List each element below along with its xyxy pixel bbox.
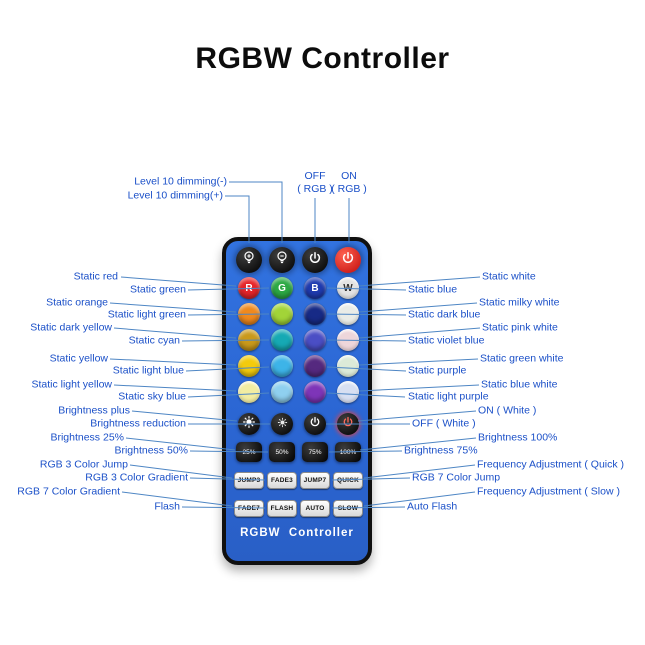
power-off-white-icon <box>309 415 321 433</box>
jump3-button[interactable]: JUMP3 <box>234 472 264 489</box>
static-pink-white-button[interactable] <box>337 329 359 351</box>
label-brightness-reduction: Brightness reduction <box>90 417 186 430</box>
label-static-milky-white: Static milky white <box>479 296 560 309</box>
static-dark-blue-button[interactable] <box>304 303 326 325</box>
label-static-light-blue: Static light blue <box>112 364 184 377</box>
label-brightness-100: Brightness 100% <box>478 431 558 444</box>
power-on-white-icon <box>342 415 354 433</box>
label-on-rgb: ON ( RGB ) <box>327 170 371 196</box>
quick-button[interactable]: QUICK <box>333 472 363 489</box>
label-on-rgb-line2: ( RGB ) <box>331 183 367 196</box>
label-auto-flash: Auto Flash <box>407 500 458 513</box>
label-off-rgb: OFF ( RGB ) <box>293 170 337 196</box>
static-violet-blue-button[interactable] <box>304 329 326 351</box>
static-yellow-button[interactable] <box>238 355 260 377</box>
label-level10-dimming-plus: Level 10 dimming(+) <box>127 189 223 202</box>
label-static-yellow: Static yellow <box>49 352 108 365</box>
label-rgb7-color-gradient: RGB 7 Color Gradient <box>17 485 120 498</box>
label-static-cyan: Static cyan <box>128 334 180 347</box>
static-red-label: R <box>245 282 253 294</box>
brightness-plus-button[interactable] <box>238 413 260 435</box>
off-white-button[interactable] <box>304 413 326 435</box>
label-brightness-plus: Brightness plus <box>58 404 130 417</box>
static-orange-button[interactable] <box>238 303 260 325</box>
label-rgb3-color-gradient: RGB 3 Color Gradient <box>85 471 188 484</box>
label-static-dark-blue: Static dark blue <box>408 308 481 321</box>
label-static-orange: Static orange <box>46 296 108 309</box>
label-off-rgb-line1: OFF <box>304 170 326 182</box>
static-milky-white-button[interactable] <box>337 303 359 325</box>
label-brightness-50: Brightness 50% <box>114 444 188 457</box>
static-blue-button[interactable]: B <box>304 277 326 299</box>
brightness-75-button[interactable]: 75% <box>302 442 328 462</box>
label-rgb3-color-jump: RGB 3 Color Jump <box>39 458 128 471</box>
label-static-dark-yellow: Static dark yellow <box>30 321 112 334</box>
bulb-plus-icon <box>241 250 257 271</box>
static-blue-white-button[interactable] <box>337 381 359 403</box>
off-rgb-button[interactable] <box>302 247 328 273</box>
remote-brand-text: RGBW Controller <box>240 527 354 539</box>
label-static-sky-blue: Static sky blue <box>118 390 186 403</box>
label-static-blue: Static blue <box>408 283 458 296</box>
static-light-purple-button[interactable] <box>304 381 326 403</box>
flash-button[interactable]: FLASH <box>267 500 297 517</box>
label-frequency-slow: Frequency Adjustment ( Slow ) <box>477 485 620 498</box>
label-static-light-green: Static light green <box>107 308 186 321</box>
label-static-white: Static white <box>482 270 536 283</box>
label-static-purple: Static purple <box>408 364 467 377</box>
level-dim-plus-button[interactable] <box>236 247 262 273</box>
label-brightness-75: Brightness 75% <box>404 444 478 457</box>
label-flash: Flash <box>154 500 180 513</box>
static-blue-label: B <box>311 282 319 294</box>
sun-dim-icon <box>277 415 288 433</box>
static-green-button[interactable]: G <box>271 277 293 299</box>
power-on-icon <box>341 251 355 270</box>
level-dim-minus-button[interactable] <box>269 247 295 273</box>
label-static-light-yellow: Static light yellow <box>31 378 112 391</box>
on-white-button[interactable] <box>337 413 359 435</box>
label-off-white: OFF ( White ) <box>412 417 476 430</box>
static-light-blue-button[interactable] <box>271 355 293 377</box>
static-sky-blue-button[interactable] <box>271 381 293 403</box>
static-white-label: W <box>343 282 353 294</box>
brightness-50-button[interactable]: 50% <box>269 442 295 462</box>
static-red-button[interactable]: R <box>238 277 260 299</box>
label-frequency-quick: Frequency Adjustment ( Quick ) <box>477 458 625 471</box>
label-rgb7-color-jump: RGB 7 Color Jump <box>412 471 501 484</box>
fade3-button[interactable]: FADE3 <box>267 472 297 489</box>
static-dark-yellow-button[interactable] <box>238 329 260 351</box>
brightness-100-button[interactable]: 100% <box>335 442 361 462</box>
auto-button[interactable]: AUTO <box>300 500 330 517</box>
page-title: RGBW Controller <box>195 42 450 75</box>
static-purple-button[interactable] <box>304 355 326 377</box>
static-green-label: G <box>278 282 286 294</box>
label-static-green-white: Static green white <box>480 352 564 365</box>
static-light-green-button[interactable] <box>271 303 293 325</box>
label-on-white: ON ( White ) <box>478 404 537 417</box>
rgbw-remote: R G B W 25% 50% 75% 10 <box>222 237 372 565</box>
fade7-button[interactable]: FADE7 <box>234 500 264 517</box>
power-off-icon <box>308 251 322 270</box>
label-off-rgb-line2: ( RGB ) <box>297 183 333 196</box>
brightness-25-button[interactable]: 25% <box>236 442 262 462</box>
jump7-button[interactable]: JUMP7 <box>300 472 330 489</box>
label-static-blue-white: Static blue white <box>481 378 558 391</box>
static-white-button[interactable]: W <box>337 277 359 299</box>
label-static-light-purple: Static light purple <box>408 390 489 403</box>
slow-button[interactable]: SLOW <box>333 500 363 517</box>
bulb-minus-icon <box>274 250 290 271</box>
label-static-red: Static red <box>73 270 118 283</box>
sun-bright-icon <box>242 415 256 434</box>
on-rgb-button[interactable] <box>335 247 361 273</box>
label-static-violet-blue: Static violet blue <box>408 334 485 347</box>
label-static-pink-white: Static pink white <box>482 321 558 334</box>
label-on-rgb-line1: ON <box>341 170 357 182</box>
label-level10-dimming-minus: Level 10 dimming(-) <box>134 175 227 188</box>
label-brightness-25: Brightness 25% <box>50 431 124 444</box>
brightness-reduction-button[interactable] <box>271 413 293 435</box>
static-green-white-button[interactable] <box>337 355 359 377</box>
static-cyan-button[interactable] <box>271 329 293 351</box>
static-light-yellow-button[interactable] <box>238 381 260 403</box>
label-static-green: Static green <box>129 283 186 296</box>
